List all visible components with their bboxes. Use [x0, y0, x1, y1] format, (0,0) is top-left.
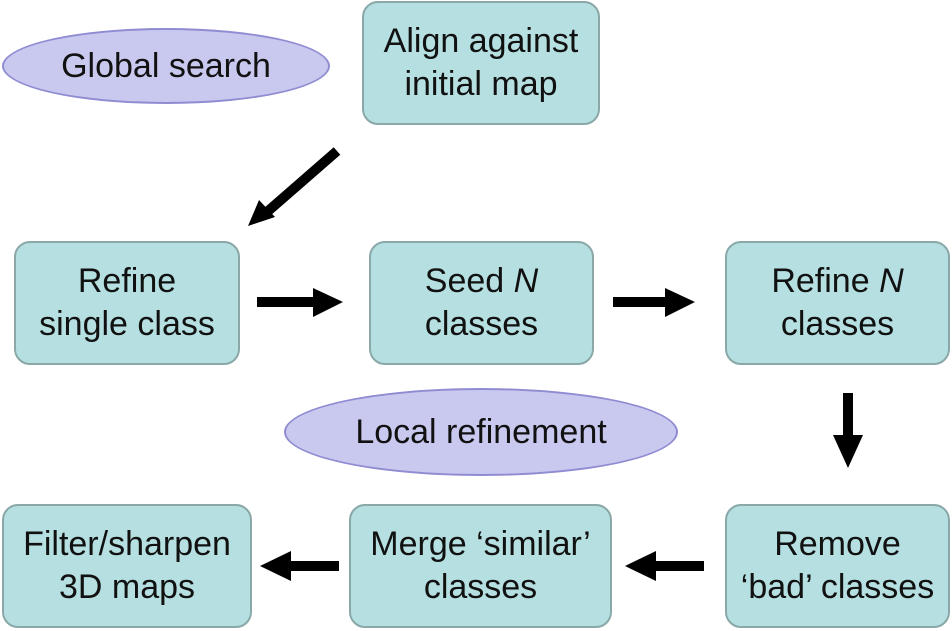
- refine-n-variable: N: [879, 262, 904, 300]
- merge-box-line1: Merge ‘similar’: [370, 525, 591, 563]
- filter-sharpen-3d-maps-box: Filter/sharpen 3D maps: [2, 504, 252, 628]
- remove-bad-classes-box: Remove ‘bad’ classes: [725, 504, 950, 628]
- arrow-remove-to-merge: [625, 551, 704, 581]
- refine-single-line2: single class: [39, 305, 215, 343]
- merge-similar-classes-box: Merge ‘similar’ classes: [349, 504, 612, 628]
- filter-box-line1: Filter/sharpen: [23, 525, 231, 563]
- seed-box-prefix: Seed: [424, 262, 514, 300]
- refine-n-line2: classes: [780, 305, 895, 343]
- filter-box-line2: 3D maps: [58, 568, 196, 606]
- global-search-oval: Global search: [2, 28, 330, 104]
- seed-n-classes-box: Seed N classes: [369, 241, 594, 365]
- seed-box-line1: Seed N: [425, 260, 538, 303]
- refine-n-line1: Refine N: [771, 260, 903, 303]
- align-box-line1: Align against: [383, 22, 579, 60]
- refine-single-class-box: Refine single class: [14, 241, 240, 365]
- align-box-line2: initial map: [404, 65, 558, 103]
- arrow-seed-to-refine-n: [613, 288, 695, 317]
- refine-n-prefix: Refine: [771, 262, 880, 300]
- global-search-label: Global search: [61, 46, 271, 85]
- refine-single-line1: Refine: [77, 262, 177, 300]
- local-refinement-oval: Local refinement: [284, 388, 678, 476]
- local-refinement-label: Local refinement: [355, 412, 607, 451]
- arrow-align-to-refine-single: [248, 147, 341, 226]
- seed-box-line2: classes: [424, 305, 539, 343]
- arrow-refine-single-to-seed: [257, 288, 343, 317]
- merge-box-line2: classes: [423, 568, 538, 606]
- seed-box-variable: N: [513, 262, 539, 300]
- refine-n-classes-box: Refine N classes: [725, 241, 950, 365]
- align-against-initial-map-box: Align against initial map: [362, 1, 600, 125]
- arrow-refine-n-to-remove: [833, 393, 863, 468]
- remove-box-line1: Remove: [774, 525, 901, 563]
- remove-box-line2: ‘bad’ classes: [740, 568, 935, 606]
- arrow-merge-to-filter: [260, 551, 339, 581]
